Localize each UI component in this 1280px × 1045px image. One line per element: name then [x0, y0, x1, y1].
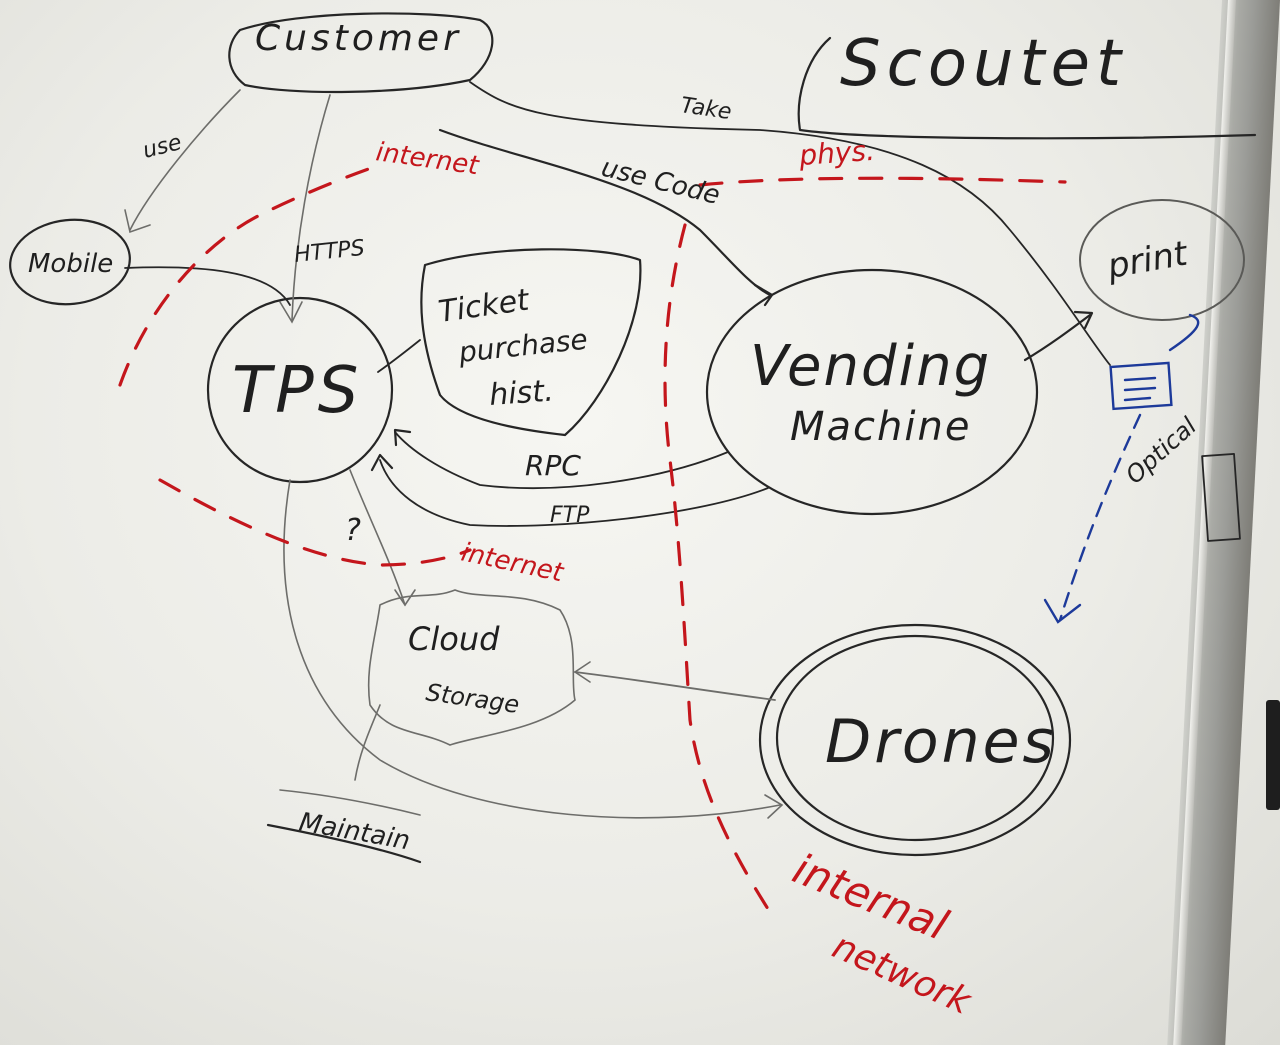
arrowhead	[370, 453, 394, 472]
scoutet-bracket	[797, 36, 1257, 140]
arrowhead	[573, 661, 591, 683]
customer-to-tps-arrow	[291, 94, 331, 321]
optical-label: Optical	[1120, 412, 1202, 490]
maintain-overline	[279, 789, 421, 816]
tps-label: TPS	[232, 354, 362, 428]
internal-network-line1: internal	[786, 844, 955, 950]
ticket-history-line2: purchase	[456, 323, 589, 369]
cloud-storage-line2: Storage	[424, 678, 521, 719]
arrowhead	[124, 209, 151, 234]
tps-to-ticket-connector	[377, 339, 421, 373]
arrowhead	[1073, 310, 1094, 330]
physical-boundary	[698, 176, 1067, 187]
phone-sketch-icon	[1201, 453, 1241, 542]
printed-ticket-icon	[1109, 361, 1173, 411]
internal-network-line2: network	[826, 926, 978, 1024]
frame-clip	[1266, 700, 1280, 810]
arrowhead	[1043, 598, 1082, 624]
ftp-arrow	[379, 459, 769, 527]
tps-cloud-question-arrow	[349, 469, 406, 606]
drones-to-cloud-arrow	[574, 671, 776, 701]
maintain-to-cloud-line	[354, 704, 381, 781]
arrowhead	[394, 589, 416, 607]
maintain-label: Maintain	[297, 807, 412, 856]
vending-machine-line2: Machine	[790, 404, 971, 450]
tps-node-outline	[206, 296, 394, 484]
arrowhead	[393, 428, 412, 447]
ticket-history-line3: hist.	[488, 374, 555, 413]
mobile-node-outline	[9, 218, 131, 306]
print-node-outline	[1079, 199, 1245, 321]
tps-to-drones-loop	[283, 479, 781, 819]
customer-to-vending-use-code-arrow	[438, 128, 772, 297]
ticket-history-outline	[420, 248, 642, 437]
vending-machine-outline	[705, 268, 1039, 516]
customer-to-mobile-arrow	[129, 89, 241, 231]
drones-node-outer	[758, 623, 1072, 857]
printed-ticket-icon-lines	[1123, 376, 1157, 402]
internal-network-boundary	[663, 223, 777, 922]
printer-paper-curl	[1168, 313, 1200, 352]
internet-mid-label: internet	[459, 538, 567, 589]
take-label: Take	[679, 93, 733, 125]
scoutet-label: Scoutet	[840, 27, 1127, 101]
ftp-label: FTP	[550, 503, 590, 528]
customer-take-line	[469, 81, 1111, 366]
ticket-history-line1: Ticket	[436, 282, 532, 329]
https-label: HTTPS	[293, 236, 366, 268]
arrowhead	[764, 794, 784, 819]
mobile-label: Mobile	[28, 249, 113, 279]
arrowhead	[753, 283, 774, 307]
internet-boundary-mid	[158, 478, 472, 567]
optical-arrow	[1058, 413, 1142, 622]
customer-label: Customer	[255, 18, 462, 59]
use-code-label: use Code	[598, 153, 723, 211]
mobile-to-tps-arrow	[124, 266, 291, 306]
cloud-storage-outline	[367, 589, 576, 746]
vending-machine-line1: Vending	[750, 334, 991, 399]
rpc-label: RPC	[525, 449, 581, 482]
internet-top-label: internet	[374, 137, 481, 181]
maintain-underline	[266, 823, 422, 864]
vending-to-print-arrow	[1023, 313, 1092, 362]
drones-label: Drones	[825, 707, 1057, 777]
cloud-storage-line1: Cloud	[408, 620, 500, 658]
phys-label: phys.	[797, 134, 876, 172]
customer-node-outline	[228, 12, 494, 94]
print-label: print	[1104, 233, 1192, 287]
question-label: ?	[345, 513, 361, 548]
internet-boundary-top	[118, 163, 382, 387]
drones-node-inner	[775, 634, 1055, 842]
arrowhead	[279, 301, 303, 324]
rpc-arrow	[394, 431, 729, 489]
